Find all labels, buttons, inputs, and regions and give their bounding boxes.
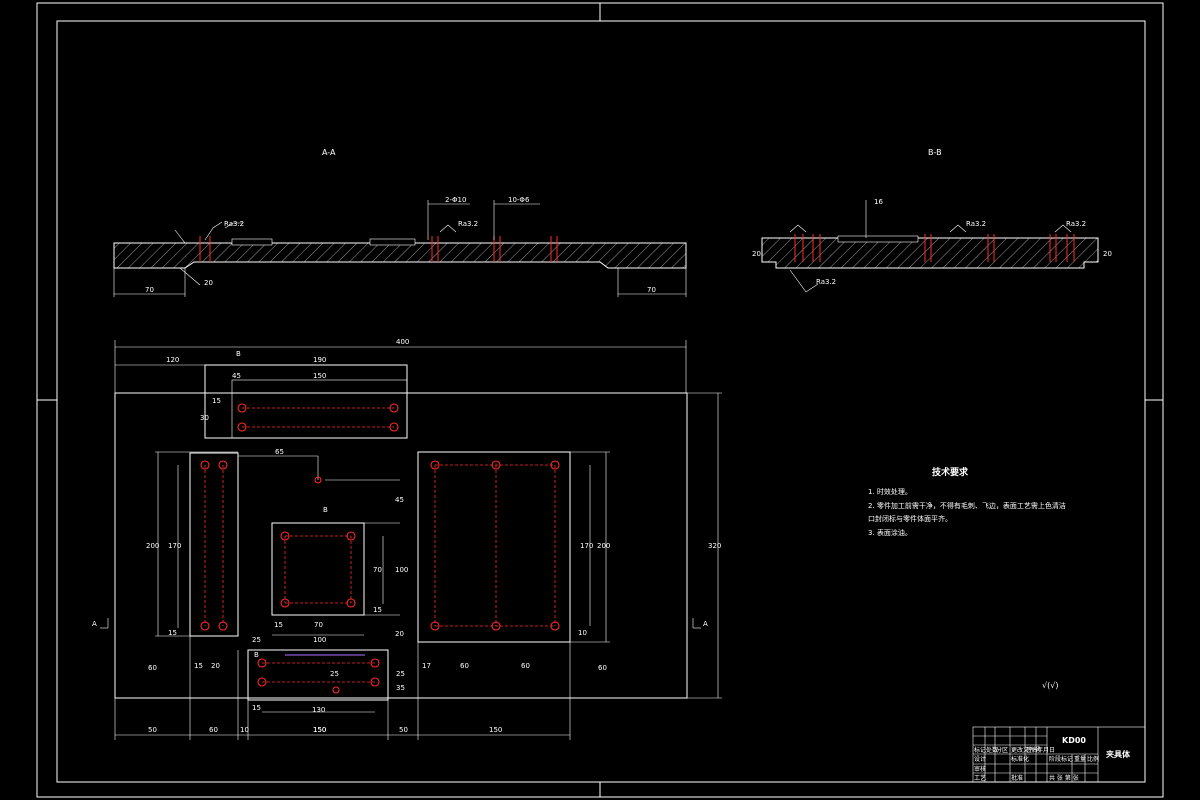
dim-center-w-inner: 70 bbox=[314, 621, 323, 629]
dim-top-offset: 45 bbox=[232, 372, 241, 380]
tb-cell-1: 处数 bbox=[986, 746, 998, 754]
aa-dim-right: 70 bbox=[647, 286, 656, 294]
dim-bottom-w: 150 bbox=[313, 726, 326, 734]
bb-roughness-2: Ra3.2 bbox=[1066, 220, 1086, 228]
tb-cell-4: 签名 bbox=[1026, 746, 1038, 754]
dim-base-c: 10 bbox=[240, 726, 249, 734]
dim-top-inner: 150 bbox=[313, 372, 326, 380]
tb-cell-12: 工艺 bbox=[974, 774, 986, 782]
dim-base-f: 150 bbox=[489, 726, 502, 734]
section-bb-view bbox=[761, 200, 1099, 293]
tb-cell-2: 分区 bbox=[996, 746, 1008, 754]
section-marker-b-top: B bbox=[236, 350, 241, 358]
section-marker-b-bot: B bbox=[254, 651, 259, 659]
dim-base-a: 50 bbox=[148, 726, 157, 734]
dim-center-w: 100 bbox=[313, 636, 326, 644]
dim-left-foot: 60 bbox=[148, 664, 157, 672]
dim-bottom-h-c: 35 bbox=[396, 684, 405, 692]
section-aa-title: A-A bbox=[322, 148, 336, 157]
dim-bottom-left: 15 bbox=[252, 704, 261, 712]
tb-cell-3: 更改文件号 bbox=[1011, 746, 1041, 754]
dim-right-inner-h: 170 bbox=[580, 542, 593, 550]
dim-base-d: 150 bbox=[313, 726, 326, 734]
dim-top-h-a: 15 bbox=[212, 397, 221, 405]
dim-center-drop: 45 bbox=[395, 496, 404, 504]
aa-roughness-2: Ra3.2 bbox=[458, 220, 478, 228]
tb-cell-13: 批准 bbox=[1011, 774, 1023, 782]
tb-cell-6: 设计 bbox=[974, 755, 986, 763]
section-bb-title: B-B bbox=[928, 148, 942, 157]
dim-right-h: 200 bbox=[597, 542, 610, 550]
title-block bbox=[972, 726, 1146, 783]
tech-item-4: 3. 表面涂油。 bbox=[868, 528, 912, 537]
dim-center-offset: 65 bbox=[275, 448, 284, 456]
bb-roughness-1: Ra3.2 bbox=[966, 220, 986, 228]
tb-cell-0: 标记 bbox=[974, 746, 986, 754]
plan-view bbox=[100, 340, 722, 740]
dim-center-side: 15 bbox=[274, 621, 283, 629]
outer-border bbox=[36, 2, 1164, 798]
tech-item-1: 1. 时效处理。 bbox=[868, 487, 912, 496]
dim-center-bottom: 20 bbox=[395, 630, 404, 638]
tb-cell-9: 重量 bbox=[1074, 755, 1086, 763]
dim-right-side: 17 bbox=[422, 662, 431, 670]
dim-center-side-b: 15 bbox=[373, 606, 382, 614]
dim-top-h-b: 30 bbox=[200, 414, 209, 422]
dim-right-foot: 60 bbox=[598, 664, 607, 672]
tech-title: 技术要求 bbox=[932, 466, 969, 478]
dim-right-w-b: 60 bbox=[521, 662, 530, 670]
aa-dim-left: 70 bbox=[145, 286, 154, 294]
roughness-symbol: √(√) bbox=[1042, 681, 1058, 690]
dim-overall-width: 400 bbox=[396, 338, 409, 346]
tech-item-3: 口封闭标与零件体面平齐。 bbox=[868, 514, 952, 523]
inner-frame bbox=[56, 20, 1146, 783]
dim-left-w-a: 15 bbox=[194, 662, 203, 670]
dim-left-block-h: 200 bbox=[146, 542, 159, 550]
bb-dim-left: 20 bbox=[752, 250, 761, 258]
section-marker-b-mid: B bbox=[323, 506, 328, 514]
tb-cell-10: 比例 bbox=[1087, 755, 1099, 763]
dim-right-bottom: 10 bbox=[578, 629, 587, 637]
section-marker-a-left: A bbox=[92, 620, 97, 628]
tech-item-2: 2. 零件加工前需干净，不得有毛刺、飞边，表面工艺需上色清洁 bbox=[868, 501, 1066, 510]
aa-holes-a: 2-Φ10 bbox=[445, 196, 466, 204]
title-part-name: 夹具体 bbox=[1106, 749, 1131, 759]
tb-cell-14: 共 张 第 张 bbox=[1049, 774, 1079, 782]
tb-cell-5: 年月日 bbox=[1037, 746, 1055, 754]
tb-cell-7: 标准化 bbox=[1011, 755, 1029, 763]
dim-left-inner-h: 170 bbox=[168, 542, 181, 550]
section-marker-a-right: A bbox=[703, 620, 708, 628]
aa-roughness-1: Ra3.2 bbox=[224, 220, 244, 228]
centering-marks bbox=[37, 3, 1163, 797]
section-aa-view bbox=[113, 200, 687, 297]
dim-base-b: 60 bbox=[209, 726, 218, 734]
dim-center-gap: 25 bbox=[252, 636, 261, 644]
aa-dim-step: 20 bbox=[204, 279, 213, 287]
dim-base-e: 50 bbox=[399, 726, 408, 734]
dim-overall-height: 320 bbox=[708, 542, 721, 550]
title-drawing-no: KD00 bbox=[1062, 736, 1086, 745]
bb-dim-center: 16 bbox=[874, 198, 883, 206]
dim-bottom-inner: 130 bbox=[312, 706, 325, 714]
tb-cell-8: 阶段标记 bbox=[1049, 755, 1073, 763]
dim-bottom-h-b: 25 bbox=[330, 670, 339, 678]
dim-center-h-inner: 70 bbox=[373, 566, 382, 574]
dim-right-w-a: 60 bbox=[460, 662, 469, 670]
dim-center-h: 100 bbox=[395, 566, 408, 574]
aa-holes-b: 10-Φ6 bbox=[508, 196, 530, 204]
dim-top-block: 190 bbox=[313, 356, 326, 364]
bb-roughness-3: Ra3.2 bbox=[816, 278, 836, 286]
bb-dim-right: 20 bbox=[1103, 250, 1112, 258]
dim-left-bottom: 15 bbox=[168, 629, 177, 637]
dim-bottom-h-a: 25 bbox=[396, 670, 405, 678]
tb-cell-11: 审核 bbox=[974, 765, 986, 773]
dim-top-left: 120 bbox=[166, 356, 179, 364]
dim-left-w-b: 20 bbox=[211, 662, 220, 670]
